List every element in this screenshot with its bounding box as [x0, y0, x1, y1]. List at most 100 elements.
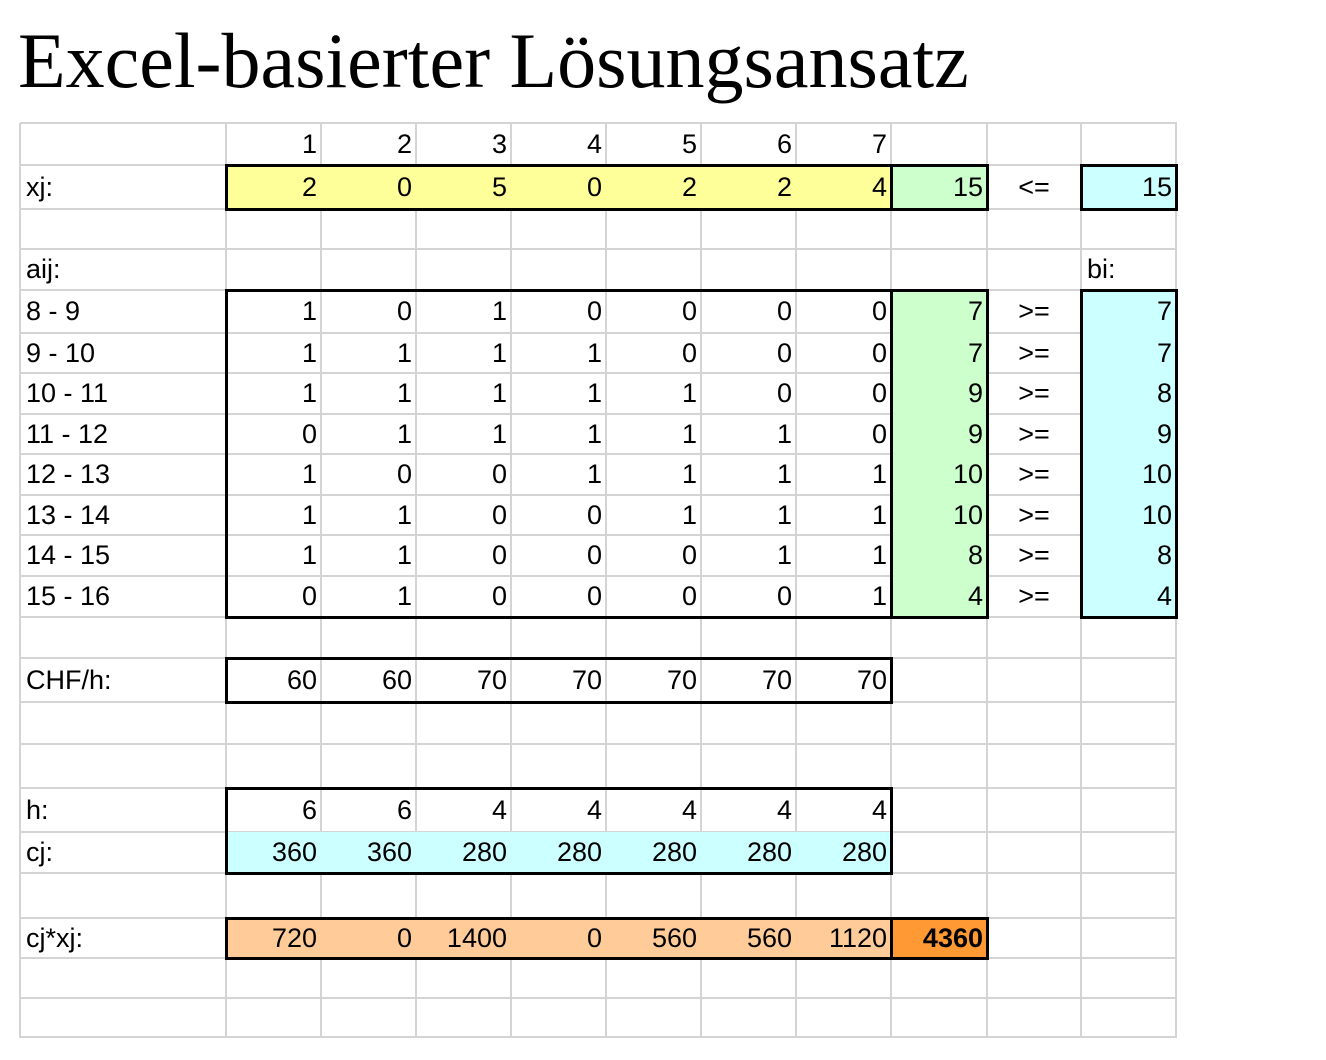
bi-cell[interactable]: 8: [1156, 378, 1172, 408]
aij-cell[interactable]: 1: [586, 378, 602, 408]
aij-cell[interactable]: 0: [871, 418, 887, 449]
aij-cell[interactable]: 1: [776, 540, 792, 570]
column-header[interactable]: 5: [681, 128, 697, 159]
xj-sum-cell[interactable]: 15: [952, 171, 983, 202]
aij-cell[interactable]: 0: [301, 418, 317, 449]
column-header[interactable]: 1: [301, 128, 317, 159]
rate-cell[interactable]: 60: [381, 664, 412, 695]
column-header[interactable]: 7: [871, 128, 887, 159]
bi-cell[interactable]: 10: [1141, 499, 1172, 530]
hours-cell[interactable]: 6: [301, 794, 317, 825]
aij-cell[interactable]: 0: [871, 296, 887, 326]
bi-cell[interactable]: 9: [1156, 418, 1172, 449]
rate-cell[interactable]: 70: [761, 664, 792, 695]
time-slot-label[interactable]: 8 - 9: [26, 296, 81, 326]
row-label-cost[interactable]: cj*xj:: [26, 922, 84, 953]
aij-cell[interactable]: 1: [396, 418, 412, 449]
aij-cell[interactable]: 1: [301, 459, 317, 489]
aij-cell[interactable]: 1: [491, 337, 507, 368]
xj-cell[interactable]: 2: [776, 171, 792, 202]
hours-cell[interactable]: 6: [396, 794, 412, 825]
cj-cell[interactable]: 280: [746, 837, 792, 867]
aij-cell[interactable]: 1: [396, 581, 412, 611]
aij-cell[interactable]: 1: [871, 540, 887, 570]
aij-cell[interactable]: 0: [681, 581, 697, 611]
xj-cell[interactable]: 0: [396, 171, 412, 202]
aij-cell[interactable]: 0: [491, 540, 507, 570]
time-slot-label[interactable]: 12 - 13: [26, 459, 111, 489]
aij-cell[interactable]: 0: [776, 337, 792, 368]
operator-cell[interactable]: >=: [1018, 418, 1050, 449]
cost-cell[interactable]: 560: [651, 922, 697, 953]
bi-cell[interactable]: 10: [1141, 459, 1172, 489]
column-header[interactable]: 4: [586, 128, 602, 159]
aij-cell[interactable]: 0: [681, 296, 697, 326]
operator-cell[interactable]: >=: [1018, 337, 1050, 368]
aij-cell[interactable]: 0: [871, 378, 887, 408]
hours-cell[interactable]: 4: [586, 794, 602, 825]
rate-cell[interactable]: 70: [476, 664, 507, 695]
aij-cell[interactable]: 1: [681, 418, 697, 449]
aij-cell[interactable]: 1: [301, 296, 317, 326]
cost-cell[interactable]: 1400: [446, 922, 507, 953]
aij-cell[interactable]: 1: [871, 459, 887, 489]
time-slot-label[interactable]: 9 - 10: [26, 337, 96, 368]
aij-cell[interactable]: 1: [681, 459, 697, 489]
aij-cell[interactable]: 0: [776, 296, 792, 326]
hours-cell[interactable]: 4: [776, 794, 792, 825]
cj-cell[interactable]: 360: [366, 837, 412, 867]
aij-cell[interactable]: 1: [586, 337, 602, 368]
xj-cell[interactable]: 0: [586, 171, 602, 202]
column-header[interactable]: 6: [776, 128, 792, 159]
aij-cell[interactable]: 1: [586, 418, 602, 449]
aij-cell[interactable]: 1: [301, 540, 317, 570]
rate-cell[interactable]: 70: [666, 664, 697, 695]
bi-cell[interactable]: 7: [1156, 337, 1172, 368]
aij-cell[interactable]: 1: [871, 581, 887, 611]
cost-cell[interactable]: 720: [271, 922, 317, 953]
aij-cell[interactable]: 0: [586, 499, 602, 530]
operator-cell[interactable]: <=: [1018, 171, 1050, 202]
bi-label[interactable]: bi:: [1087, 254, 1116, 284]
aij-cell[interactable]: 0: [491, 499, 507, 530]
bi-cell[interactable]: 7: [1156, 296, 1172, 326]
cost-cell[interactable]: 1120: [828, 922, 887, 953]
aij-cell[interactable]: 1: [871, 499, 887, 530]
xj-bound-cell[interactable]: 15: [1141, 171, 1172, 202]
aij-cell[interactable]: 0: [776, 581, 792, 611]
aij-cell[interactable]: 1: [396, 499, 412, 530]
time-slot-label[interactable]: 15 - 16: [26, 581, 111, 611]
constraint-sum-cell[interactable]: 10: [952, 499, 983, 530]
operator-cell[interactable]: >=: [1018, 296, 1050, 326]
time-slot-label[interactable]: 14 - 15: [26, 540, 111, 570]
aij-cell[interactable]: 0: [491, 581, 507, 611]
xj-cell[interactable]: 5: [491, 171, 507, 202]
cj-cell[interactable]: 280: [556, 837, 602, 867]
aij-cell[interactable]: 0: [396, 296, 412, 326]
constraint-sum-cell[interactable]: 9: [967, 418, 983, 449]
xj-cell[interactable]: 2: [681, 171, 697, 202]
rate-cell[interactable]: 70: [571, 664, 602, 695]
row-label-xj[interactable]: xj:: [26, 171, 53, 202]
constraint-sum-cell[interactable]: 10: [952, 459, 983, 489]
aij-cell[interactable]: 1: [681, 499, 697, 530]
cj-cell[interactable]: 280: [841, 837, 887, 867]
aij-cell[interactable]: 1: [681, 378, 697, 408]
aij-cell[interactable]: 1: [396, 540, 412, 570]
hours-cell[interactable]: 4: [681, 794, 697, 825]
bi-cell[interactable]: 4: [1156, 581, 1172, 611]
aij-cell[interactable]: 1: [301, 499, 317, 530]
operator-cell[interactable]: >=: [1018, 378, 1050, 408]
aij-cell[interactable]: 0: [681, 337, 697, 368]
time-slot-label[interactable]: 10 - 11: [26, 378, 109, 408]
aij-cell[interactable]: 1: [396, 337, 412, 368]
rate-cell[interactable]: 60: [286, 664, 317, 695]
aij-cell[interactable]: 1: [776, 459, 792, 489]
bi-cell[interactable]: 8: [1156, 540, 1172, 570]
xj-cell[interactable]: 4: [871, 171, 887, 202]
aij-cell[interactable]: 1: [776, 418, 792, 449]
hours-cell[interactable]: 4: [491, 794, 507, 825]
cj-cell[interactable]: 360: [271, 837, 317, 867]
cost-cell[interactable]: 560: [746, 922, 792, 953]
